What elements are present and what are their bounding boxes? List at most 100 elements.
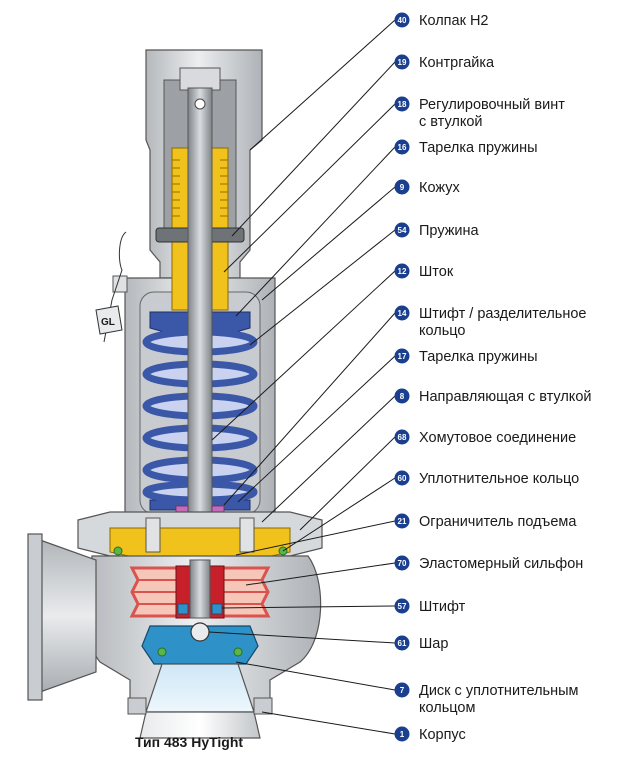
callout-text: Регулировочный винт — [419, 97, 565, 113]
callout-number: 61 — [398, 639, 407, 648]
callout-text: Пружина — [419, 223, 480, 239]
inlet-seat — [145, 663, 255, 713]
callout-number: 21 — [398, 517, 407, 526]
leader-line-7 — [235, 661, 396, 691]
callout-text: Диск с уплотнительным — [419, 683, 579, 699]
callout-number: 40 — [398, 16, 407, 25]
callout-number: 57 — [398, 602, 407, 611]
screw-threads — [172, 159, 228, 217]
callout-text: Направляющая с втулкой — [419, 389, 591, 405]
leader-line-61 — [208, 631, 396, 644]
guide-with-bushing — [109, 527, 291, 559]
callout-badge — [394, 263, 410, 279]
inlet-nozzle — [139, 711, 261, 739]
callout-61: 61 Шар — [394, 635, 448, 652]
callout-text: Ограничитель подъема — [419, 514, 577, 530]
callout-number: 17 — [398, 352, 407, 361]
leader-line-60 — [282, 477, 396, 552]
callout-text: кольцом — [419, 700, 475, 716]
callout-text: с втулкой — [419, 114, 483, 130]
leader-line-17 — [237, 355, 396, 503]
gl-tag-shape — [95, 305, 123, 335]
callout-number: 9 — [400, 183, 405, 192]
callout-badge — [394, 635, 410, 651]
leader-line-8 — [261, 395, 396, 523]
stem-lower — [189, 559, 211, 619]
callout-number: 19 — [398, 58, 407, 67]
callout-text: Тарелка пружины — [419, 349, 538, 365]
callout-number: 60 — [398, 474, 407, 483]
seal-wire — [103, 231, 127, 343]
callout-number: 7 — [400, 686, 405, 695]
callout-text: Уплотнительное кольцо — [419, 471, 579, 487]
callout-badge — [394, 348, 410, 364]
callout-text: Шток — [419, 264, 454, 280]
callout-number: 14 — [398, 309, 407, 318]
outlet-flange — [27, 533, 43, 701]
callout-60: 60 Уплотнительное кольцо — [394, 470, 579, 487]
disc-seal-right — [233, 647, 243, 657]
callout-badge — [394, 179, 410, 195]
o-ring-left — [113, 546, 123, 556]
callout-badge — [394, 222, 410, 238]
gl-tag-label: GL — [101, 317, 115, 328]
leader-line-21 — [235, 520, 396, 556]
leader-line-14 — [223, 312, 396, 506]
callout-17: 17 Тарелка пружины — [394, 348, 538, 365]
leader-line-19 — [231, 61, 396, 237]
callout-text: Штифт / разделительное — [419, 306, 586, 322]
guide-screw-left — [145, 517, 161, 553]
callout-badge — [394, 555, 410, 571]
leader-line-12 — [211, 270, 396, 441]
callout-badge — [394, 470, 410, 486]
callout-text: Кожух — [419, 180, 460, 196]
callout-number: 16 — [398, 143, 407, 152]
cap-top-plug — [179, 67, 221, 91]
callout-number: 54 — [398, 226, 407, 235]
outlet-nozzle — [39, 539, 97, 693]
leader-line-1 — [261, 711, 396, 735]
leader-lines — [208, 19, 396, 735]
callout-text: Штифт — [419, 599, 466, 615]
leader-line-54 — [249, 229, 396, 346]
callout-number: 18 — [398, 100, 407, 109]
callout-badge — [394, 12, 410, 28]
callout-badge — [394, 598, 410, 614]
disc-seal-left — [157, 647, 167, 657]
leader-line-9 — [261, 186, 396, 301]
leader-line-57 — [221, 605, 396, 609]
callout-text: Эластомерный сильфон — [419, 556, 583, 572]
leader-line-68 — [299, 436, 396, 531]
pin-left — [177, 603, 189, 615]
leader-line-40 — [249, 19, 396, 151]
callout-text: Шар — [419, 636, 448, 652]
callout-badge — [394, 388, 410, 404]
callout-badge — [394, 54, 410, 70]
guide-screw-right — [239, 517, 255, 553]
leader-line-70 — [245, 562, 396, 586]
callout-badge — [394, 682, 410, 698]
callout-badge — [394, 96, 410, 112]
callout-badge — [394, 513, 410, 529]
pin-right — [211, 603, 223, 615]
callout-badge — [394, 726, 410, 742]
callout-57: 57 Штифт — [394, 598, 466, 615]
leader-line-16 — [235, 146, 396, 317]
callout-number: 1 — [400, 730, 405, 739]
callout-badge — [394, 429, 410, 445]
callout-text: Хомутовое соединение — [419, 430, 576, 446]
stem-top-hole — [194, 98, 206, 110]
